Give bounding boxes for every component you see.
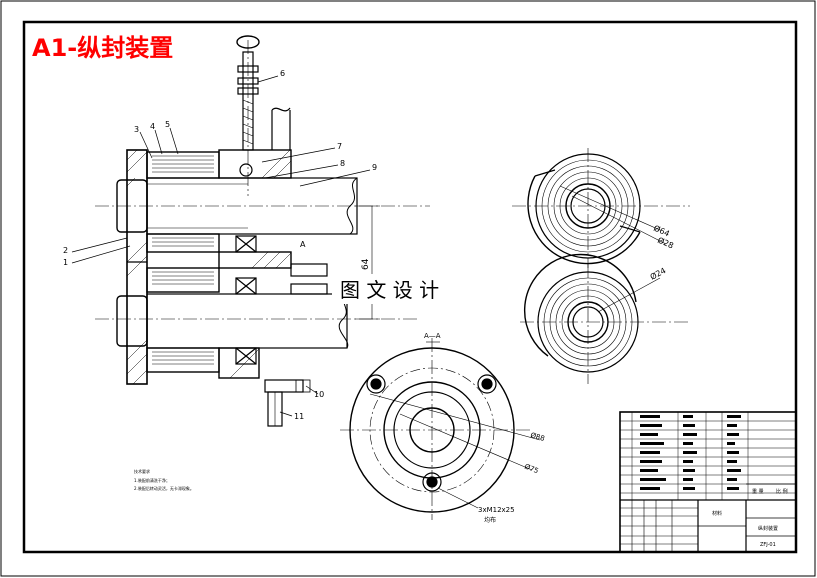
dim-d88: Ø88: [529, 431, 545, 443]
watermark-background: [332, 274, 482, 304]
dim-bolts-sub: 均布: [484, 516, 496, 524]
watermark-text: 图 文 设 计: [340, 278, 439, 302]
balloon-7: 7: [337, 142, 342, 151]
title-block-text: 纵封装置 ZFJ-01 材料 重 量 比 例: [712, 488, 788, 548]
title-block-entries: [640, 415, 741, 490]
note-1: 1.装配前清洗干净；: [134, 477, 170, 483]
balloon-11: 11: [294, 412, 304, 421]
balloon-5: 5: [165, 120, 170, 129]
flange-view-a-a: [340, 338, 541, 520]
dim-center-distance: 64: [361, 258, 371, 270]
balloon-6: 6: [280, 69, 285, 78]
inner-frame: [22, 20, 798, 554]
balloon-9: 9: [372, 163, 377, 172]
drawing-name: 纵封装置: [758, 525, 778, 532]
assembly-section-view: [95, 35, 430, 427]
material-label: 材料: [712, 510, 722, 517]
notes-title: 技术要求: [134, 468, 150, 474]
balloon-10: 10: [314, 390, 324, 399]
balloon-1: 1: [63, 258, 68, 267]
balloon-3: 3: [134, 125, 139, 134]
scale-label: 比 例: [776, 488, 788, 495]
dim-d75: Ø75: [523, 462, 539, 475]
drawing-code: ZFJ-01: [760, 542, 776, 548]
dim-bolts: 3xM12x25: [478, 506, 515, 514]
balloon-8: 8: [340, 159, 345, 168]
note-2: 2.装配后转动灵活，无卡滞现象。: [134, 485, 194, 491]
weight-label: 重 量: [752, 488, 764, 495]
balloon-2: 2: [63, 246, 68, 255]
technical-notes: 技术要求 1.装配前清洗干净； 2.装配后转动灵活，无卡滞现象。: [134, 468, 194, 491]
balloon-labels: 1 2 3 4 5 6 7 8 9 10 11: [63, 69, 377, 421]
roller-sections: [512, 148, 690, 384]
roller-dimensions: Ø64 Ø28 Ø24: [648, 223, 675, 282]
arrow-label: A: [300, 240, 306, 249]
section-label: A—A: [424, 332, 441, 340]
title-block: [619, 411, 797, 553]
balloon-4: 4: [150, 122, 155, 131]
balloon-leaders: [71, 75, 371, 417]
drawing-title: A1-纵封装置: [32, 34, 173, 62]
